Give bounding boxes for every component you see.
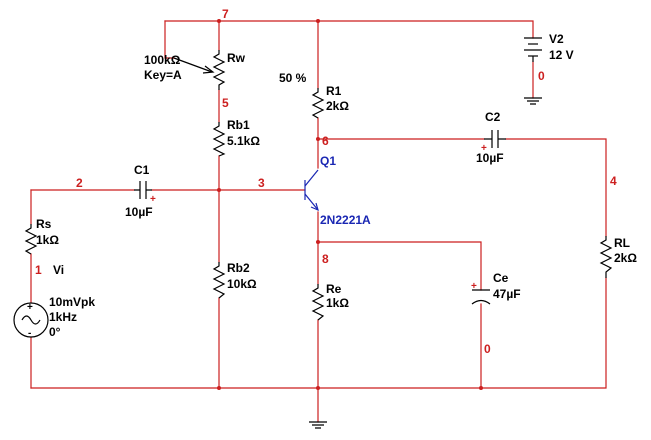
ce-plus: +	[471, 281, 477, 292]
transistor-q1	[304, 169, 319, 212]
wire-top-rail	[164, 20, 534, 39]
rs-value: 1kΩ	[36, 233, 59, 247]
resistor-rw	[173, 50, 226, 90]
c1-plus: +	[150, 194, 156, 205]
junction-dot	[316, 386, 320, 390]
wire-net4	[505, 138, 607, 237]
q1-model: 2N2221A	[320, 213, 371, 227]
rb1-value: 5.1kΩ	[227, 134, 260, 148]
rw-name: Rw	[227, 51, 246, 65]
c1-name: C1	[134, 163, 150, 177]
node-label-5: 5	[222, 96, 229, 110]
v2-value: 12 V	[549, 48, 574, 62]
c2-plus: +	[481, 143, 487, 154]
vi-plus: +	[27, 302, 33, 313]
rs-name: Rs	[36, 217, 52, 231]
rw-percent: 50 %	[279, 71, 307, 85]
rl-value: 2kΩ	[614, 251, 637, 265]
wire-rw-top	[164, 20, 175, 59]
wire-net8	[317, 241, 482, 291]
node-label-8: 8	[322, 252, 329, 266]
ground-symbol	[524, 97, 542, 105]
wire-ground-rail	[30, 277, 607, 389]
node-label-0-v2: 0	[538, 69, 545, 83]
junction-dot	[316, 137, 320, 141]
rb2-name: Rb2	[227, 261, 250, 275]
junction-dot	[217, 386, 221, 390]
node-label-2: 2	[76, 176, 83, 190]
resistor-r1	[311, 88, 325, 119]
resistor-re	[311, 284, 325, 321]
junction-dot	[217, 19, 221, 23]
q1-name: Q1	[320, 154, 336, 168]
wiper-arrow	[173, 57, 213, 73]
resistor-rs	[24, 224, 38, 255]
node-label-4: 4	[610, 174, 617, 188]
ce-value: 47µF	[493, 287, 521, 301]
v2-name: V2	[549, 32, 564, 46]
vi-minus: -	[28, 328, 31, 339]
capacitor-c1	[134, 181, 152, 199]
resistor-rl	[599, 236, 613, 278]
node-label-1: 1	[35, 263, 42, 277]
rb2-value: 10kΩ	[227, 277, 257, 291]
resistor-rb2	[212, 262, 226, 299]
resistor-rb1	[212, 122, 226, 157]
junction-dot	[479, 386, 483, 390]
ac-source-vi	[13, 302, 49, 338]
junction-dot	[316, 19, 320, 23]
rl-name: RL	[614, 236, 630, 250]
node-label-0-ce: 0	[484, 342, 491, 356]
r1-value: 2kΩ	[326, 99, 349, 113]
re-name: Re	[326, 282, 342, 296]
rw-value: 100kΩ	[144, 53, 181, 67]
ce-name: Ce	[493, 271, 509, 285]
battery-v2	[524, 37, 542, 62]
c2-name: C2	[485, 110, 501, 124]
junction-dot	[316, 240, 320, 244]
vi-amplitude: 10mVpk	[49, 295, 95, 309]
rb1-name: Rb1	[227, 118, 250, 132]
c1-value: 10µF	[125, 205, 153, 219]
ground-symbol	[309, 421, 327, 429]
junctions	[217, 19, 483, 390]
wires	[30, 20, 607, 423]
vi-name: Vi	[53, 263, 64, 277]
node-label-3: 3	[258, 176, 265, 190]
vi-frequency: 1kHz	[49, 310, 77, 324]
node-label-6: 6	[322, 134, 329, 148]
c2-value: 10µF	[476, 151, 504, 165]
re-value: 1kΩ	[326, 296, 349, 310]
r1-name: R1	[326, 84, 342, 98]
vi-phase: 0°	[49, 325, 61, 339]
capacitor-ce	[471, 289, 491, 305]
node-label-7: 7	[222, 7, 229, 21]
rw-key: Key=A	[144, 68, 182, 82]
junction-dot	[217, 188, 221, 192]
capacitor-c2	[484, 130, 506, 148]
